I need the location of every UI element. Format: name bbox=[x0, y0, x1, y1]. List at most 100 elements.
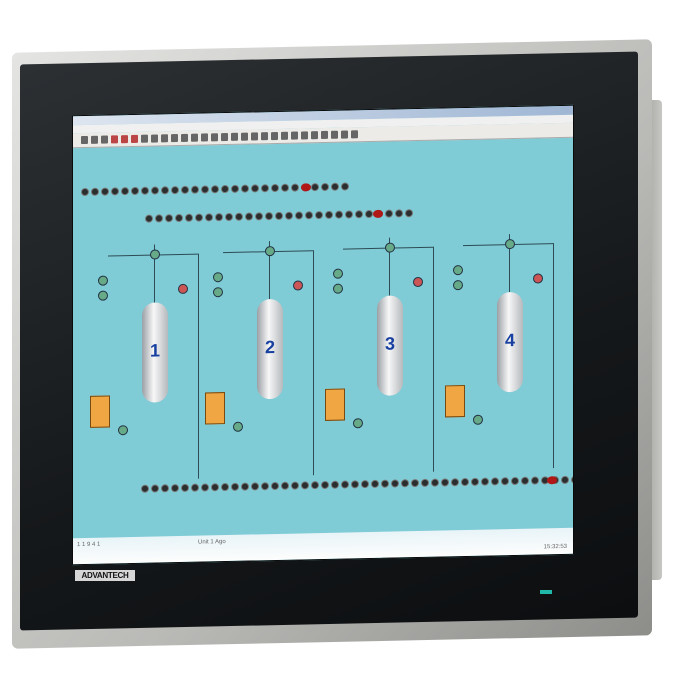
valve-indicator[interactable] bbox=[341, 182, 349, 191]
valve-indicator[interactable] bbox=[431, 478, 439, 487]
valve-indicator[interactable] bbox=[381, 479, 389, 488]
status-panel[interactable] bbox=[205, 392, 225, 425]
valve-indicator[interactable] bbox=[331, 182, 339, 191]
valve-indicator[interactable] bbox=[245, 212, 253, 221]
toolbar-button[interactable] bbox=[261, 132, 268, 141]
valve-indicator[interactable] bbox=[155, 214, 163, 223]
valve-indicator[interactable] bbox=[285, 211, 293, 220]
toolbar-button[interactable] bbox=[181, 133, 188, 142]
valve-indicator[interactable] bbox=[261, 482, 269, 491]
valve-indicator[interactable] bbox=[161, 186, 169, 195]
valve-indicator[interactable] bbox=[321, 480, 329, 490]
valve-indicator[interactable] bbox=[131, 186, 139, 196]
valve-indicator[interactable] bbox=[355, 210, 363, 219]
toolbar-button[interactable] bbox=[301, 131, 308, 140]
toolbar-button[interactable] bbox=[161, 134, 168, 143]
valve-indicator[interactable] bbox=[241, 482, 249, 491]
valve-icon[interactable] bbox=[505, 238, 515, 250]
valve-indicator[interactable] bbox=[395, 209, 403, 218]
toolbar-button[interactable] bbox=[171, 134, 178, 143]
pump-icon[interactable] bbox=[233, 421, 243, 432]
valve-indicator[interactable] bbox=[321, 182, 329, 192]
valve-indicator[interactable] bbox=[351, 480, 359, 489]
valve-indicator[interactable] bbox=[101, 187, 109, 196]
toolbar-button[interactable] bbox=[141, 134, 148, 143]
valve-indicator[interactable] bbox=[215, 213, 223, 222]
valve-indicator[interactable] bbox=[411, 478, 419, 488]
valve-indicator[interactable] bbox=[291, 183, 299, 192]
valve-indicator[interactable] bbox=[261, 184, 269, 193]
pump-icon[interactable] bbox=[213, 287, 223, 298]
valve-indicator[interactable] bbox=[191, 185, 199, 194]
valve-indicator[interactable] bbox=[251, 482, 259, 491]
valve-indicator[interactable] bbox=[405, 209, 413, 218]
valve-indicator[interactable] bbox=[111, 187, 119, 196]
valve-indicator[interactable] bbox=[205, 213, 213, 222]
valve-indicator[interactable] bbox=[221, 184, 229, 194]
valve-indicator[interactable] bbox=[181, 185, 189, 194]
valve-indicator[interactable] bbox=[241, 184, 249, 193]
toolbar-button[interactable] bbox=[321, 130, 328, 140]
valve-indicator[interactable] bbox=[331, 480, 339, 489]
valve-indicator[interactable] bbox=[151, 186, 159, 195]
pump-icon[interactable] bbox=[333, 283, 343, 294]
valve-indicator[interactable] bbox=[391, 479, 399, 488]
toolbar-button[interactable] bbox=[341, 130, 348, 139]
toolbar-button[interactable] bbox=[291, 131, 298, 140]
valve-indicator[interactable] bbox=[281, 183, 289, 192]
pump-icon[interactable] bbox=[98, 290, 108, 301]
valve-indicator[interactable] bbox=[171, 484, 179, 493]
valve-indicator[interactable] bbox=[201, 483, 209, 492]
pump-icon[interactable] bbox=[453, 265, 463, 276]
valve-indicator[interactable] bbox=[91, 187, 99, 196]
pump-icon[interactable] bbox=[353, 418, 363, 429]
pump-icon[interactable] bbox=[213, 272, 223, 283]
status-panel[interactable] bbox=[325, 388, 345, 421]
valve-indicator[interactable] bbox=[121, 187, 129, 196]
valve-indicator[interactable] bbox=[361, 480, 369, 489]
toolbar-button[interactable] bbox=[111, 135, 118, 144]
valve-indicator[interactable] bbox=[141, 186, 149, 195]
toolbar-button[interactable] bbox=[351, 130, 358, 139]
valve-indicator[interactable] bbox=[491, 477, 499, 486]
valve-indicator[interactable] bbox=[471, 477, 479, 486]
toolbar-button[interactable] bbox=[331, 130, 338, 139]
pump-icon[interactable] bbox=[453, 280, 463, 291]
toolbar-button[interactable] bbox=[311, 131, 318, 140]
valve-indicator[interactable] bbox=[291, 481, 299, 490]
valve-indicator[interactable] bbox=[345, 210, 353, 219]
valve-indicator[interactable] bbox=[255, 212, 263, 221]
valve-indicator[interactable] bbox=[271, 481, 279, 491]
valve-indicator[interactable] bbox=[281, 481, 289, 490]
valve-indicator[interactable] bbox=[161, 484, 169, 493]
valve-indicator[interactable] bbox=[511, 476, 519, 486]
valve-indicator[interactable] bbox=[461, 477, 469, 487]
valve-indicator[interactable] bbox=[175, 213, 183, 223]
valve-indicator[interactable] bbox=[165, 214, 173, 223]
valve-indicator[interactable] bbox=[211, 483, 219, 492]
valve-icon[interactable] bbox=[293, 280, 303, 291]
toolbar-button[interactable] bbox=[91, 135, 98, 144]
valve-indicator[interactable] bbox=[275, 211, 283, 221]
valve-indicator[interactable] bbox=[315, 211, 323, 220]
valve-indicator[interactable] bbox=[171, 186, 179, 195]
pump-icon[interactable] bbox=[118, 425, 128, 436]
valve-indicator[interactable] bbox=[271, 183, 279, 193]
valve-indicator[interactable] bbox=[295, 211, 303, 220]
status-panel[interactable] bbox=[445, 385, 465, 418]
valve-indicator[interactable] bbox=[251, 184, 259, 193]
valve-indicator[interactable] bbox=[421, 478, 429, 487]
valve-indicator[interactable] bbox=[231, 184, 239, 193]
valve-indicator[interactable] bbox=[265, 212, 273, 221]
valve-indicator[interactable] bbox=[481, 477, 489, 486]
valve-indicator[interactable] bbox=[195, 213, 203, 222]
valve-indicator[interactable] bbox=[325, 210, 333, 219]
valve-indicator[interactable] bbox=[231, 482, 239, 491]
valve-indicator[interactable] bbox=[305, 211, 313, 220]
valve-indicator[interactable] bbox=[571, 475, 574, 484]
valve-indicator[interactable] bbox=[145, 214, 153, 223]
valve-icon[interactable] bbox=[533, 273, 543, 284]
toolbar-button[interactable] bbox=[231, 132, 238, 141]
valve-icon[interactable] bbox=[413, 276, 423, 288]
valve-indicator[interactable] bbox=[311, 481, 319, 490]
